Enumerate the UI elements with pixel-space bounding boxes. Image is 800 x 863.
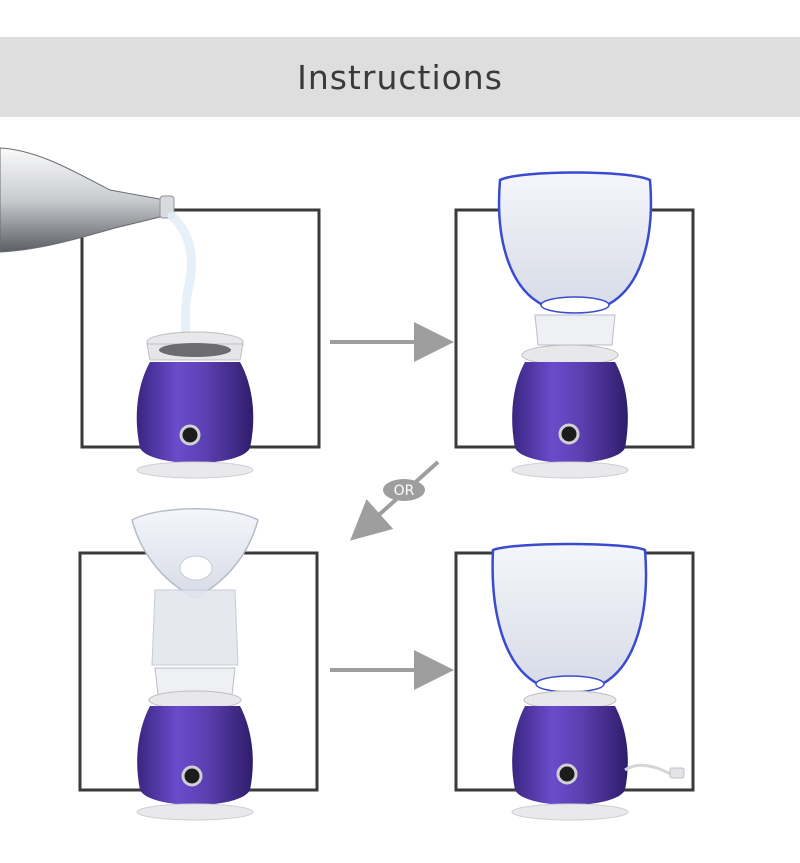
nasal-mask-icon <box>131 508 259 666</box>
steamer-base-icon <box>136 331 254 479</box>
bottle-icon <box>0 147 175 253</box>
step-2-attach-face-mask <box>454 171 695 479</box>
page-title: Instructions <box>297 57 503 97</box>
power-cord-icon <box>624 763 685 779</box>
steamer-base-icon <box>511 344 629 479</box>
or-arrow: OR <box>350 460 440 541</box>
power-knob-icon <box>556 763 578 785</box>
steamer-base-icon <box>511 690 629 821</box>
instructions-header: Instructions <box>0 37 800 117</box>
step-4-assembled-steamer <box>454 542 695 821</box>
water-stream-icon <box>167 211 196 350</box>
steam-nozzle-icon <box>534 314 616 346</box>
power-knob-icon <box>558 423 580 445</box>
power-knob-icon <box>181 765 203 787</box>
step-3-attach-nasal-mask <box>78 508 319 821</box>
step-1-add-water <box>0 147 321 479</box>
face-mask-icon <box>491 542 648 693</box>
or-badge: OR <box>383 479 425 501</box>
power-knob-icon <box>179 424 201 446</box>
or-label: OR <box>394 483 415 499</box>
steamer-base-icon <box>136 690 254 821</box>
face-mask-icon <box>497 171 653 314</box>
